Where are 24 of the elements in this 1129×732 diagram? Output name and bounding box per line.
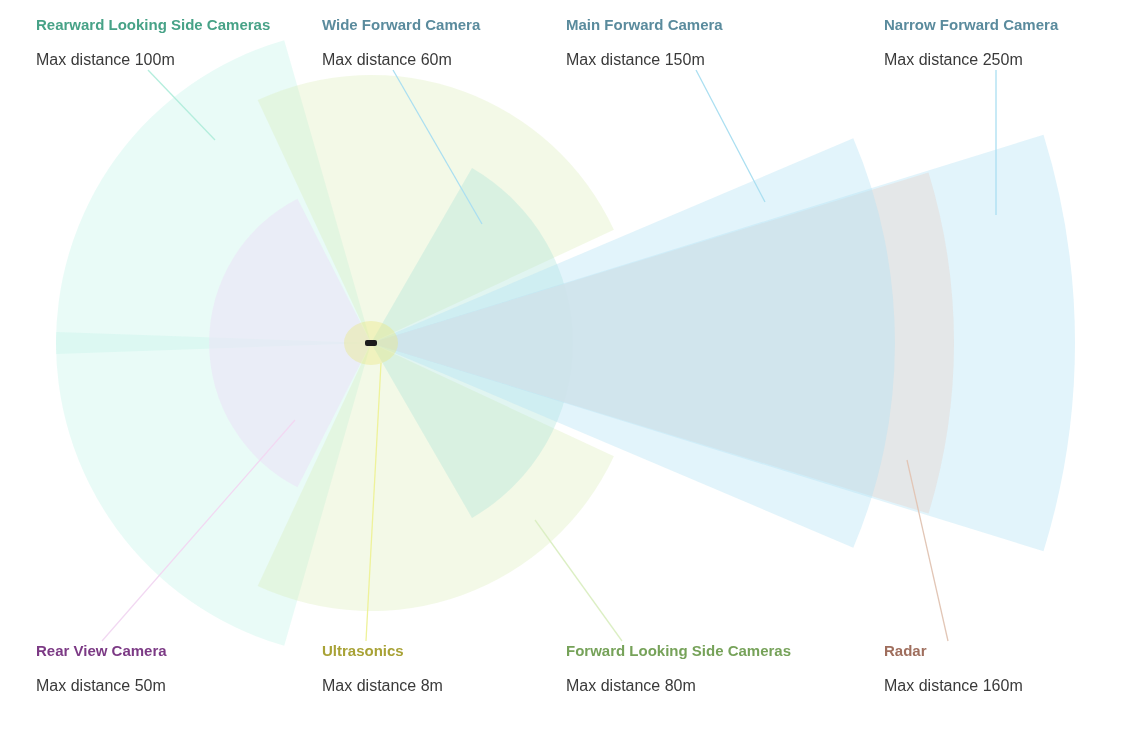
max-distance-text: Max distance 60m <box>322 50 452 70</box>
sensor-name: Narrow Forward Camera <box>884 15 1059 35</box>
max-distance-text: Max distance 250m <box>884 50 1023 70</box>
sensor-name: Radar <box>884 641 927 661</box>
sensor-name: Forward Looking Side Cameras <box>566 641 792 661</box>
max-distance-text: Max distance 80m <box>566 676 696 696</box>
max-distance-text: Max distance 8m <box>322 676 443 696</box>
leader-line <box>695 69 766 203</box>
leader-line <box>995 69 997 216</box>
max-distance-text: Max distance 150m <box>566 50 705 70</box>
leader-line <box>392 69 483 225</box>
leader-line <box>101 419 296 642</box>
sensor-name: Wide Forward Camera <box>322 15 481 35</box>
leader-line <box>534 519 623 642</box>
sensor-name: Rearward Looking Side Cameras <box>36 15 271 35</box>
max-distance-text: Max distance 50m <box>36 676 166 696</box>
max-distance-text: Max distance 100m <box>36 50 175 70</box>
max-distance-text: Max distance 160m <box>884 676 1023 696</box>
sensor-name: Ultrasonics <box>322 641 404 661</box>
sensor-name: Main Forward Camera <box>566 15 723 35</box>
leader-line <box>147 69 216 141</box>
sensor-name: Rear View Camera <box>36 641 167 661</box>
leader-line <box>365 362 382 642</box>
leader-line <box>906 459 949 642</box>
